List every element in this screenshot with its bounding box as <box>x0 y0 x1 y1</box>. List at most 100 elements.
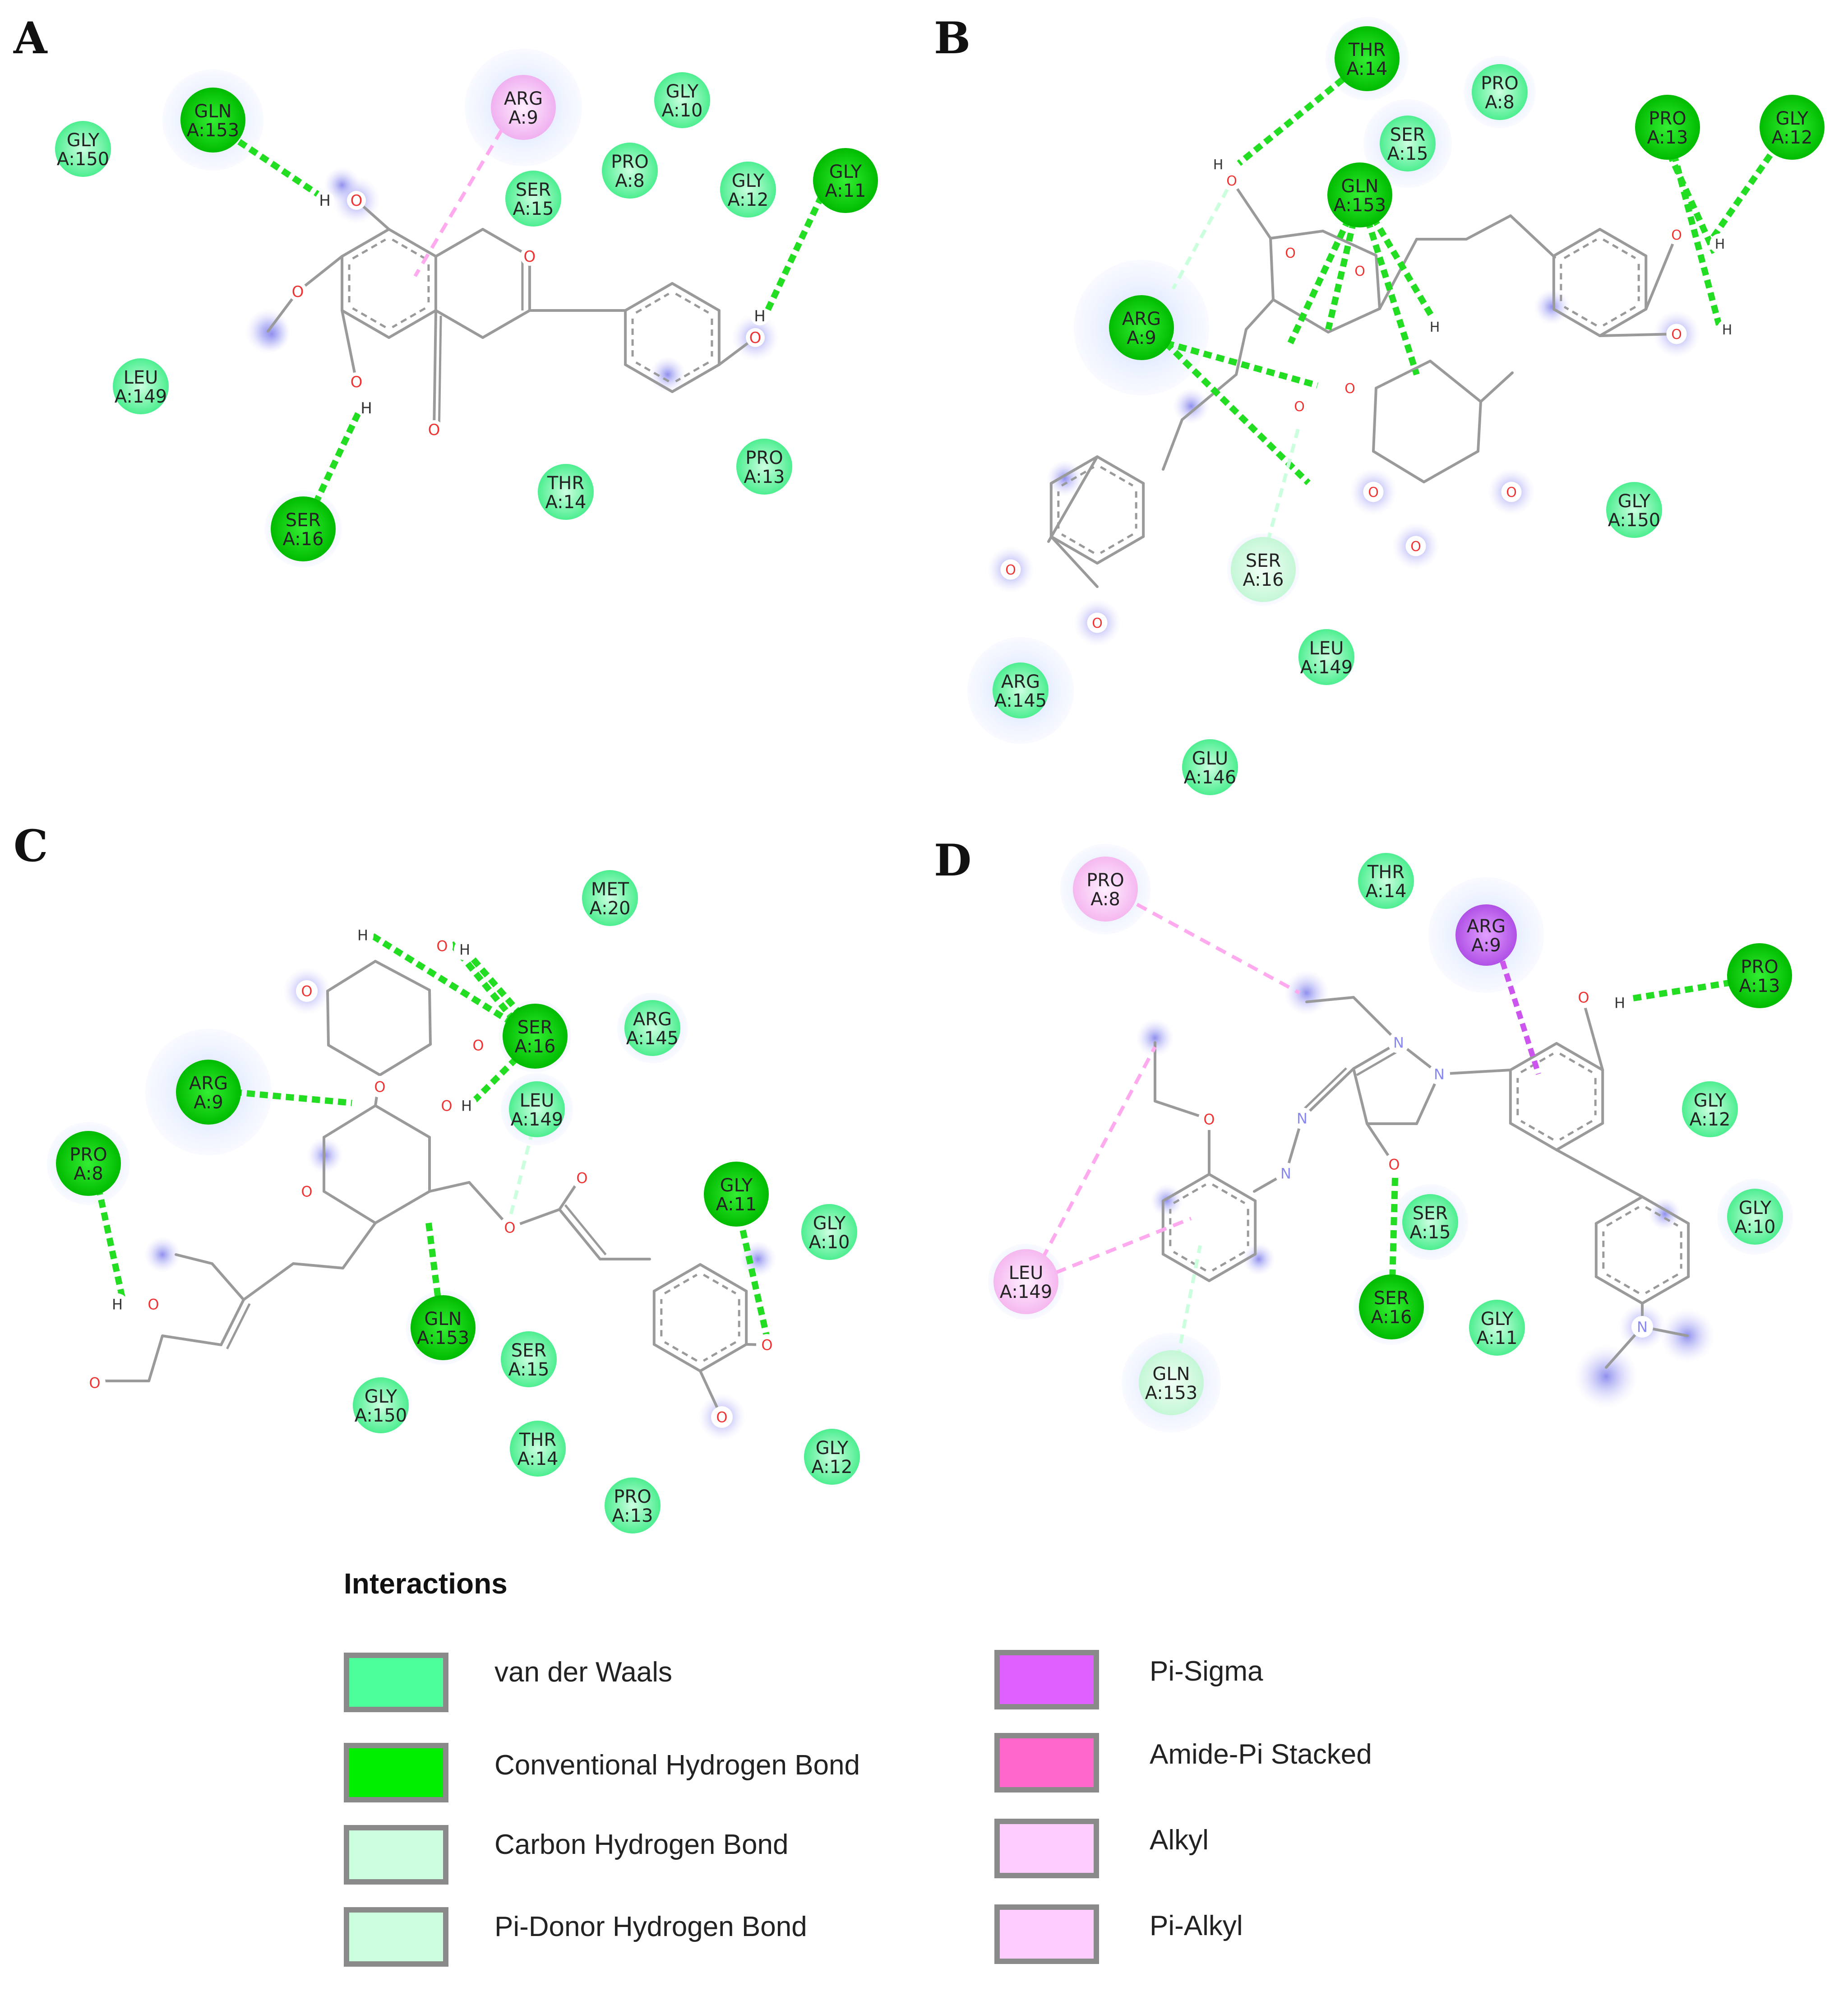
residue-name: PRO <box>1481 73 1518 94</box>
bond <box>1208 1253 1257 1282</box>
residue-chain: A:12 <box>727 190 768 210</box>
atom-label: H <box>1715 236 1725 252</box>
double-bond <box>226 1303 251 1349</box>
alkyl-interaction-line <box>1136 903 1300 995</box>
aromatic-bond <box>1212 1251 1246 1272</box>
aromatic-bond <box>1606 1206 1640 1227</box>
bond <box>652 1263 702 1292</box>
residue-name: ARG <box>633 1009 672 1030</box>
atom-label: H <box>357 927 368 944</box>
residue-disc <box>1402 1194 1458 1250</box>
residue-chain: A:145 <box>626 1028 679 1049</box>
bond <box>1509 214 1556 259</box>
aromatic-bond <box>1212 1183 1246 1204</box>
bond <box>1230 179 1272 240</box>
residue-name: LEU <box>520 1090 554 1111</box>
hbond-interaction-line <box>95 1186 126 1301</box>
interaction-line-layer <box>95 77 1780 1359</box>
residue-name: PRO <box>745 448 783 468</box>
hbond-interaction-line <box>1164 341 1311 485</box>
legend-label: Pi-Donor Hydrogen Bond <box>494 1911 807 1942</box>
bond <box>1375 360 1432 389</box>
residue-chain: A:13 <box>744 467 785 487</box>
residue-disc <box>271 496 336 561</box>
residue-name: GLN <box>424 1309 462 1329</box>
bond <box>374 1104 431 1139</box>
residue-chain: A:8 <box>1090 889 1120 910</box>
aromatic-bond <box>1173 1251 1206 1272</box>
bond <box>433 309 438 431</box>
atom-background <box>1424 316 1445 337</box>
atom-label: O <box>351 192 363 210</box>
bond <box>374 960 431 991</box>
atom-background <box>1383 1153 1405 1175</box>
residue-disc <box>1469 1300 1525 1356</box>
residue-chain: A:150 <box>57 149 109 170</box>
residue-disc <box>720 162 776 218</box>
atom-label: N <box>1637 1319 1648 1336</box>
aromatic-bond <box>1563 238 1597 259</box>
residue-name: THR <box>1367 862 1404 883</box>
residue-disc <box>1139 1350 1204 1415</box>
bond <box>1599 228 1648 257</box>
residue-name: PRO <box>1741 957 1778 977</box>
atom-label: O <box>524 248 536 266</box>
atom-background <box>1631 1316 1653 1338</box>
residue-disc <box>505 171 561 227</box>
atom-label: O <box>1388 1156 1400 1173</box>
bond <box>342 1222 377 1269</box>
bond <box>1047 455 1099 543</box>
hbond-interaction-line <box>765 194 825 311</box>
atom-label: H <box>360 399 372 417</box>
legend-label: Conventional Hydrogen Bond <box>494 1750 860 1781</box>
atom-label: H <box>319 192 331 210</box>
atom-background <box>1709 233 1730 254</box>
residue-disc <box>180 88 245 153</box>
bond <box>558 1208 601 1260</box>
atom-label: O <box>436 938 448 955</box>
residue-name: SER <box>1413 1203 1448 1224</box>
aromatic-bond <box>1520 1120 1554 1141</box>
bond <box>699 1263 748 1292</box>
residue-name: ARG <box>1467 916 1506 937</box>
weak-interaction-line <box>1176 1245 1202 1359</box>
atom-background <box>1291 1107 1313 1129</box>
panel-d-letter: D <box>934 835 972 886</box>
residue-name: GLY <box>666 81 699 102</box>
residue-name: PRO <box>69 1144 107 1165</box>
atom-background <box>711 1406 733 1428</box>
residue-disc <box>353 1377 409 1433</box>
atom-background <box>143 1293 164 1315</box>
atom-label: O <box>472 1037 484 1054</box>
atom-blob <box>1136 1019 1174 1057</box>
residue-name: GLY <box>829 162 862 182</box>
residue-disc <box>538 464 594 520</box>
legend-label: Alkyl <box>1150 1825 1209 1856</box>
residue-name: PRO <box>611 152 648 172</box>
aromatic-bond <box>352 307 386 329</box>
atom-background <box>456 1095 477 1116</box>
aromatic-bond <box>1520 1052 1554 1074</box>
legend-swatch <box>994 1904 1099 1964</box>
atom-background <box>288 282 307 301</box>
double-bond <box>438 315 442 435</box>
residue-name: SER <box>511 1340 546 1361</box>
bond <box>1161 1253 1210 1282</box>
residue-disc <box>55 121 111 177</box>
bond <box>1599 308 1648 337</box>
residue-chain: A:14 <box>1346 59 1387 79</box>
aromatic-bond <box>392 307 426 329</box>
residue-chain: A:15 <box>508 1359 549 1380</box>
bond <box>161 1334 222 1346</box>
atom-label: O <box>301 983 312 1000</box>
